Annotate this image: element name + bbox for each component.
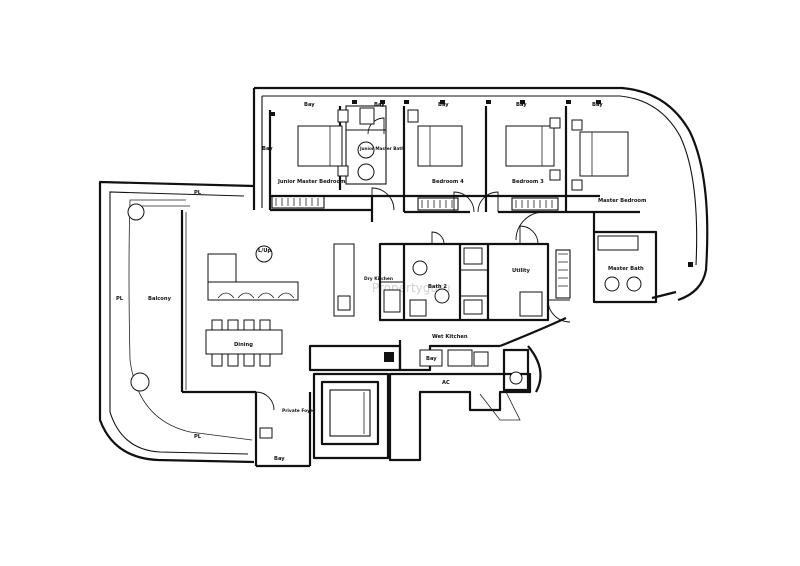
label-master-bath: Master Bath	[608, 266, 644, 272]
core-walls	[378, 225, 550, 322]
label-bath-2: Bath 2	[428, 284, 447, 290]
label-junior-master-bath: Junior Master Bath	[359, 146, 404, 151]
label-bay-3: Bay	[438, 102, 449, 108]
bedroom-doors	[367, 117, 545, 241]
label-master-bedroom: Master Bedroom	[598, 198, 646, 204]
planter-icon	[130, 372, 150, 392]
living-area	[127, 203, 355, 392]
windows	[271, 100, 693, 267]
master-bed	[579, 131, 629, 177]
beds	[297, 109, 629, 191]
label-ac: AC	[442, 380, 450, 386]
label-pl-top: PL	[194, 190, 202, 196]
planter-icon	[127, 203, 145, 221]
label-pl-bottom: PL	[194, 434, 202, 440]
label-bay-service: Bay	[426, 356, 437, 362]
label-bedroom-4: Bedroom 4	[432, 179, 464, 185]
junior-master-bed	[297, 125, 343, 167]
room-labels: Junior Master Bedroom Junior Master Bath…	[116, 102, 646, 462]
service-walls	[255, 317, 567, 462]
label-pl-left: PL	[116, 296, 124, 302]
label-bedroom-3: Bedroom 3	[512, 179, 544, 185]
master-bath-walls	[547, 230, 677, 323]
label-bay-2: Bay	[374, 102, 385, 108]
label-private-foyer: Private Foyer	[282, 408, 316, 414]
outer-walls	[98, 86, 709, 468]
label-bay-5: Bay	[592, 102, 603, 108]
label-dining: Dining	[234, 342, 253, 348]
label-dry-kitchen: Dry Kitchen	[364, 276, 393, 282]
label-bay-left: Bay	[262, 146, 273, 152]
wardrobes	[271, 195, 571, 299]
label-junior-master-bedroom: Junior Master Bedroom	[277, 179, 345, 185]
bedroom-3-bed	[505, 125, 555, 167]
lamp-icon	[255, 245, 273, 263]
dining-table	[205, 329, 283, 355]
label-bay-4: Bay	[516, 102, 527, 108]
junior-bath-fixtures	[357, 107, 375, 181]
label-bay-1: Bay	[304, 102, 315, 108]
label-lift: L/Up	[258, 248, 271, 254]
label-utility: Utility	[512, 268, 531, 274]
bedroom-4-bed	[417, 125, 463, 167]
label-bay-foyer: Bay	[274, 456, 285, 462]
sofa-long	[207, 281, 299, 301]
label-balcony: Balcony	[148, 296, 172, 302]
label-wet-kitchen: Wet Kitchen	[432, 334, 468, 340]
